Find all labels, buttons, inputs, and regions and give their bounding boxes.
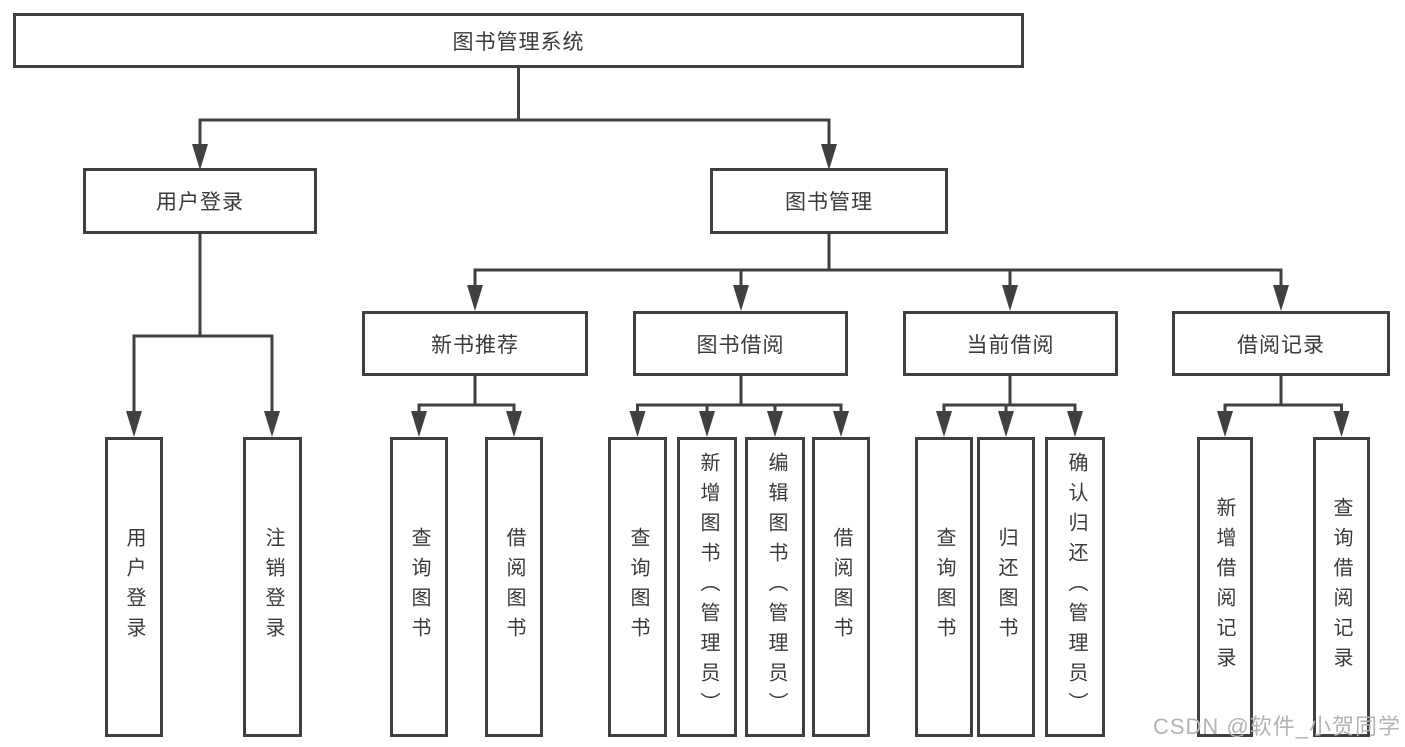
arrowhead-down-icon	[733, 285, 749, 311]
arrowhead-down-icon	[506, 411, 522, 437]
leaf-borrow-books-recommend: 借阅图书	[485, 437, 543, 737]
node-book-management: 图书管理	[710, 168, 948, 234]
leaf-query-books-recommend: 查询图书	[390, 437, 448, 737]
arrowhead-down-icon	[821, 144, 837, 170]
leaf-confirm-return-admin: 确认归还（管理员）	[1045, 437, 1105, 737]
node-current-borrowing: 当前借阅	[903, 311, 1118, 376]
leaf-borrow-books: 借阅图书	[812, 437, 870, 737]
arrowhead-down-icon	[411, 411, 427, 437]
leaf-logout: 注销登录	[243, 437, 302, 737]
leaf-return-book: 归还图书	[977, 437, 1035, 737]
arrowhead-down-icon	[1273, 285, 1289, 311]
leaf-query-borrow-record: 查询借阅记录	[1313, 437, 1370, 737]
arrowhead-down-icon	[264, 411, 280, 437]
leaf-query-books-borrow: 查询图书	[608, 437, 667, 737]
leaf-query-books-current: 查询图书	[915, 437, 973, 737]
arrowhead-down-icon	[1333, 411, 1350, 437]
arrowhead-down-icon	[936, 411, 952, 437]
arrowhead-down-icon	[629, 411, 646, 437]
leaf-user-login: 用户登录	[105, 437, 163, 737]
arrowhead-down-icon	[998, 411, 1014, 437]
node-library-management-system: 图书管理系统	[13, 13, 1024, 68]
arrowhead-down-icon	[1217, 411, 1233, 437]
leaf-edit-book-admin: 编辑图书（管理员）	[745, 437, 805, 737]
node-user-login: 用户登录	[83, 168, 317, 234]
leaf-add-borrow-record: 新增借阅记录	[1197, 437, 1253, 737]
arrowhead-down-icon	[126, 411, 142, 437]
arrowhead-down-icon	[192, 144, 208, 170]
node-new-book-recommendation: 新书推荐	[362, 311, 588, 376]
leaf-add-book-admin: 新增图书（管理员）	[677, 437, 737, 737]
arrowhead-down-icon	[1002, 285, 1018, 311]
arrowhead-down-icon	[467, 285, 483, 311]
node-borrowing-records: 借阅记录	[1172, 311, 1390, 376]
arrowhead-down-icon	[767, 411, 783, 437]
node-book-borrowing: 图书借阅	[633, 311, 848, 376]
csdn-watermark: CSDN @软件_小贺同学	[1152, 714, 1401, 739]
arrowhead-down-icon	[833, 411, 849, 437]
arrowhead-down-icon	[1067, 411, 1083, 437]
arrowhead-down-icon	[699, 411, 715, 437]
